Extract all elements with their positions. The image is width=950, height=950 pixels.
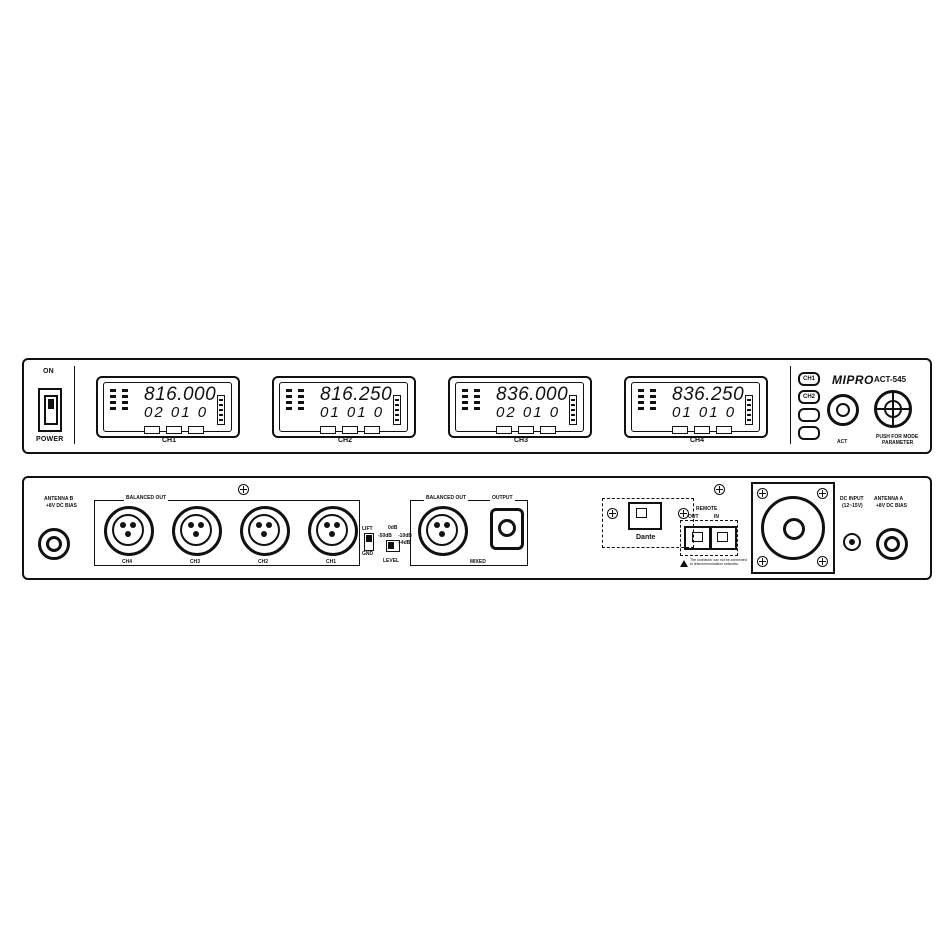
- ch1-button[interactable]: CH1: [798, 372, 820, 386]
- remote-title: REMOTE: [696, 506, 718, 512]
- power-switch[interactable]: [38, 388, 62, 432]
- mixed-output-group: [410, 500, 528, 566]
- balanced-out-label: BALANCED OUT: [124, 495, 168, 501]
- af-meter-icon: [393, 395, 401, 425]
- lift-label: LIFT: [362, 526, 373, 532]
- antenna-a-title: ANTENNA A: [874, 496, 904, 502]
- dc-input-title: DC INPUT: [840, 496, 864, 502]
- remote-group: [680, 520, 738, 556]
- quarter-inch-jack-icon[interactable]: [490, 508, 524, 550]
- rf-bars-icon: [636, 387, 666, 425]
- gnd-label: GND: [362, 551, 374, 557]
- group-channel-display: 02 01 0: [144, 404, 209, 421]
- warning-icon: [680, 560, 688, 567]
- xlr-connector-icon[interactable]: [104, 506, 154, 556]
- group-channel-display: 01 01 0: [320, 404, 385, 421]
- group-channel-display: 01 01 0: [672, 404, 737, 421]
- mixed-label: MIXED: [468, 559, 488, 565]
- jog-label-parameter: PARAMETER: [882, 440, 914, 446]
- power-label: POWER: [36, 436, 64, 443]
- rj45-icon[interactable]: [684, 526, 712, 550]
- ch4-button[interactable]: [798, 426, 820, 440]
- power-switch-icon: [44, 395, 58, 425]
- antenna-connector-icon[interactable]: [38, 528, 70, 560]
- rf-bars-icon: [284, 387, 314, 425]
- dc-input-range: (12~15V): [842, 503, 863, 509]
- mixed-balanced-out-label: BALANCED OUT: [424, 495, 468, 501]
- frequency-display: 836.250: [672, 384, 745, 405]
- lcd-ch3: 836.000 02 01 0: [448, 376, 592, 438]
- model-name: ACT-545: [874, 375, 907, 384]
- dc-jack-icon[interactable]: [843, 533, 861, 551]
- mixed-output-label: OUTPUT: [490, 495, 515, 501]
- lcd-status-icons: [672, 421, 738, 434]
- remote-in-label: IN: [714, 514, 719, 520]
- xlr-connector-icon[interactable]: [418, 506, 468, 556]
- xlr-ch3-label: CH3: [190, 559, 201, 565]
- group-channel-display: 02 01 0: [496, 404, 561, 421]
- act-button[interactable]: [827, 394, 859, 426]
- act-label: ACT: [837, 439, 848, 445]
- xlr-ch1-label: CH1: [326, 559, 337, 565]
- rf-bars-icon: [460, 387, 490, 425]
- rear-panel: ANTENNA B +8V DC BIAS BALANCED OUT CH4 C…: [22, 476, 932, 580]
- channel-label: CH3: [514, 437, 529, 444]
- power-on-label: ON: [43, 368, 54, 375]
- xlr-connector-icon[interactable]: [308, 506, 358, 556]
- xlr-ch4-label: CH4: [122, 559, 133, 565]
- level-10db-label: -10dB: [398, 533, 412, 539]
- rj45-icon[interactable]: [709, 526, 737, 550]
- channel-label: CH4: [690, 437, 705, 444]
- ch3-button[interactable]: [798, 408, 820, 422]
- dante-logo: Dante: [636, 534, 656, 541]
- dante-group: [602, 498, 694, 548]
- channel-label: CH1: [162, 437, 177, 444]
- screw-icon: [607, 508, 618, 519]
- antenna-connector-icon[interactable]: [876, 528, 908, 560]
- frequency-display: 816.000: [144, 384, 217, 405]
- af-meter-icon: [217, 395, 225, 425]
- remote-out-label: OUT: [688, 514, 699, 520]
- ch2-button[interactable]: CH2: [798, 390, 820, 404]
- ground-lift-switch[interactable]: [364, 533, 374, 551]
- brand-logo: MIPRO: [832, 373, 874, 387]
- rf-bars-icon: [108, 387, 138, 425]
- level-0db-label: 0dB: [388, 525, 398, 531]
- af-meter-icon: [745, 395, 753, 425]
- remote-warning-text: The connector can not be connected to te…: [690, 558, 747, 566]
- xlr-connector-icon[interactable]: [240, 506, 290, 556]
- antenna-b-title: ANTENNA B: [44, 496, 74, 502]
- power-divider: [74, 366, 75, 444]
- level-switch[interactable]: [386, 540, 400, 552]
- fan-icon: [751, 482, 835, 574]
- channel-label: CH2: [338, 437, 353, 444]
- level-title: LEVEL: [383, 558, 400, 564]
- xlr-ch2-label: CH2: [258, 559, 269, 565]
- lcd-ch4: 836.250 01 01 0: [624, 376, 768, 438]
- screw-icon: [238, 484, 249, 495]
- antenna-a-note: +8V DC BIAS: [876, 503, 907, 509]
- xlr-connector-icon[interactable]: [172, 506, 222, 556]
- balanced-out-group: [94, 500, 360, 566]
- lcd-status-icons: [144, 421, 210, 434]
- front-panel: ON POWER 816.000 02 01 0 CH1 816.250 01 …: [22, 358, 932, 454]
- level-50db-label: -50dB: [378, 533, 392, 539]
- antenna-b-note: +8V DC BIAS: [46, 503, 77, 509]
- screw-icon: [714, 484, 725, 495]
- jog-dial-icon[interactable]: [874, 390, 912, 428]
- frequency-display: 816.250: [320, 384, 393, 405]
- lcd-status-icons: [320, 421, 386, 434]
- jog-label-mode: PUSH FOR MODE: [876, 434, 919, 440]
- af-meter-icon: [569, 395, 577, 425]
- frequency-display: 836.000: [496, 384, 569, 405]
- lcd-status-icons: [496, 421, 562, 434]
- lcd-ch1: 816.000 02 01 0: [96, 376, 240, 438]
- level-4db-label: +4dB: [398, 540, 411, 546]
- rj45-icon[interactable]: [628, 502, 662, 530]
- lcd-ch2: 816.250 01 01 0: [272, 376, 416, 438]
- control-divider: [790, 366, 791, 444]
- screw-icon: [678, 508, 689, 519]
